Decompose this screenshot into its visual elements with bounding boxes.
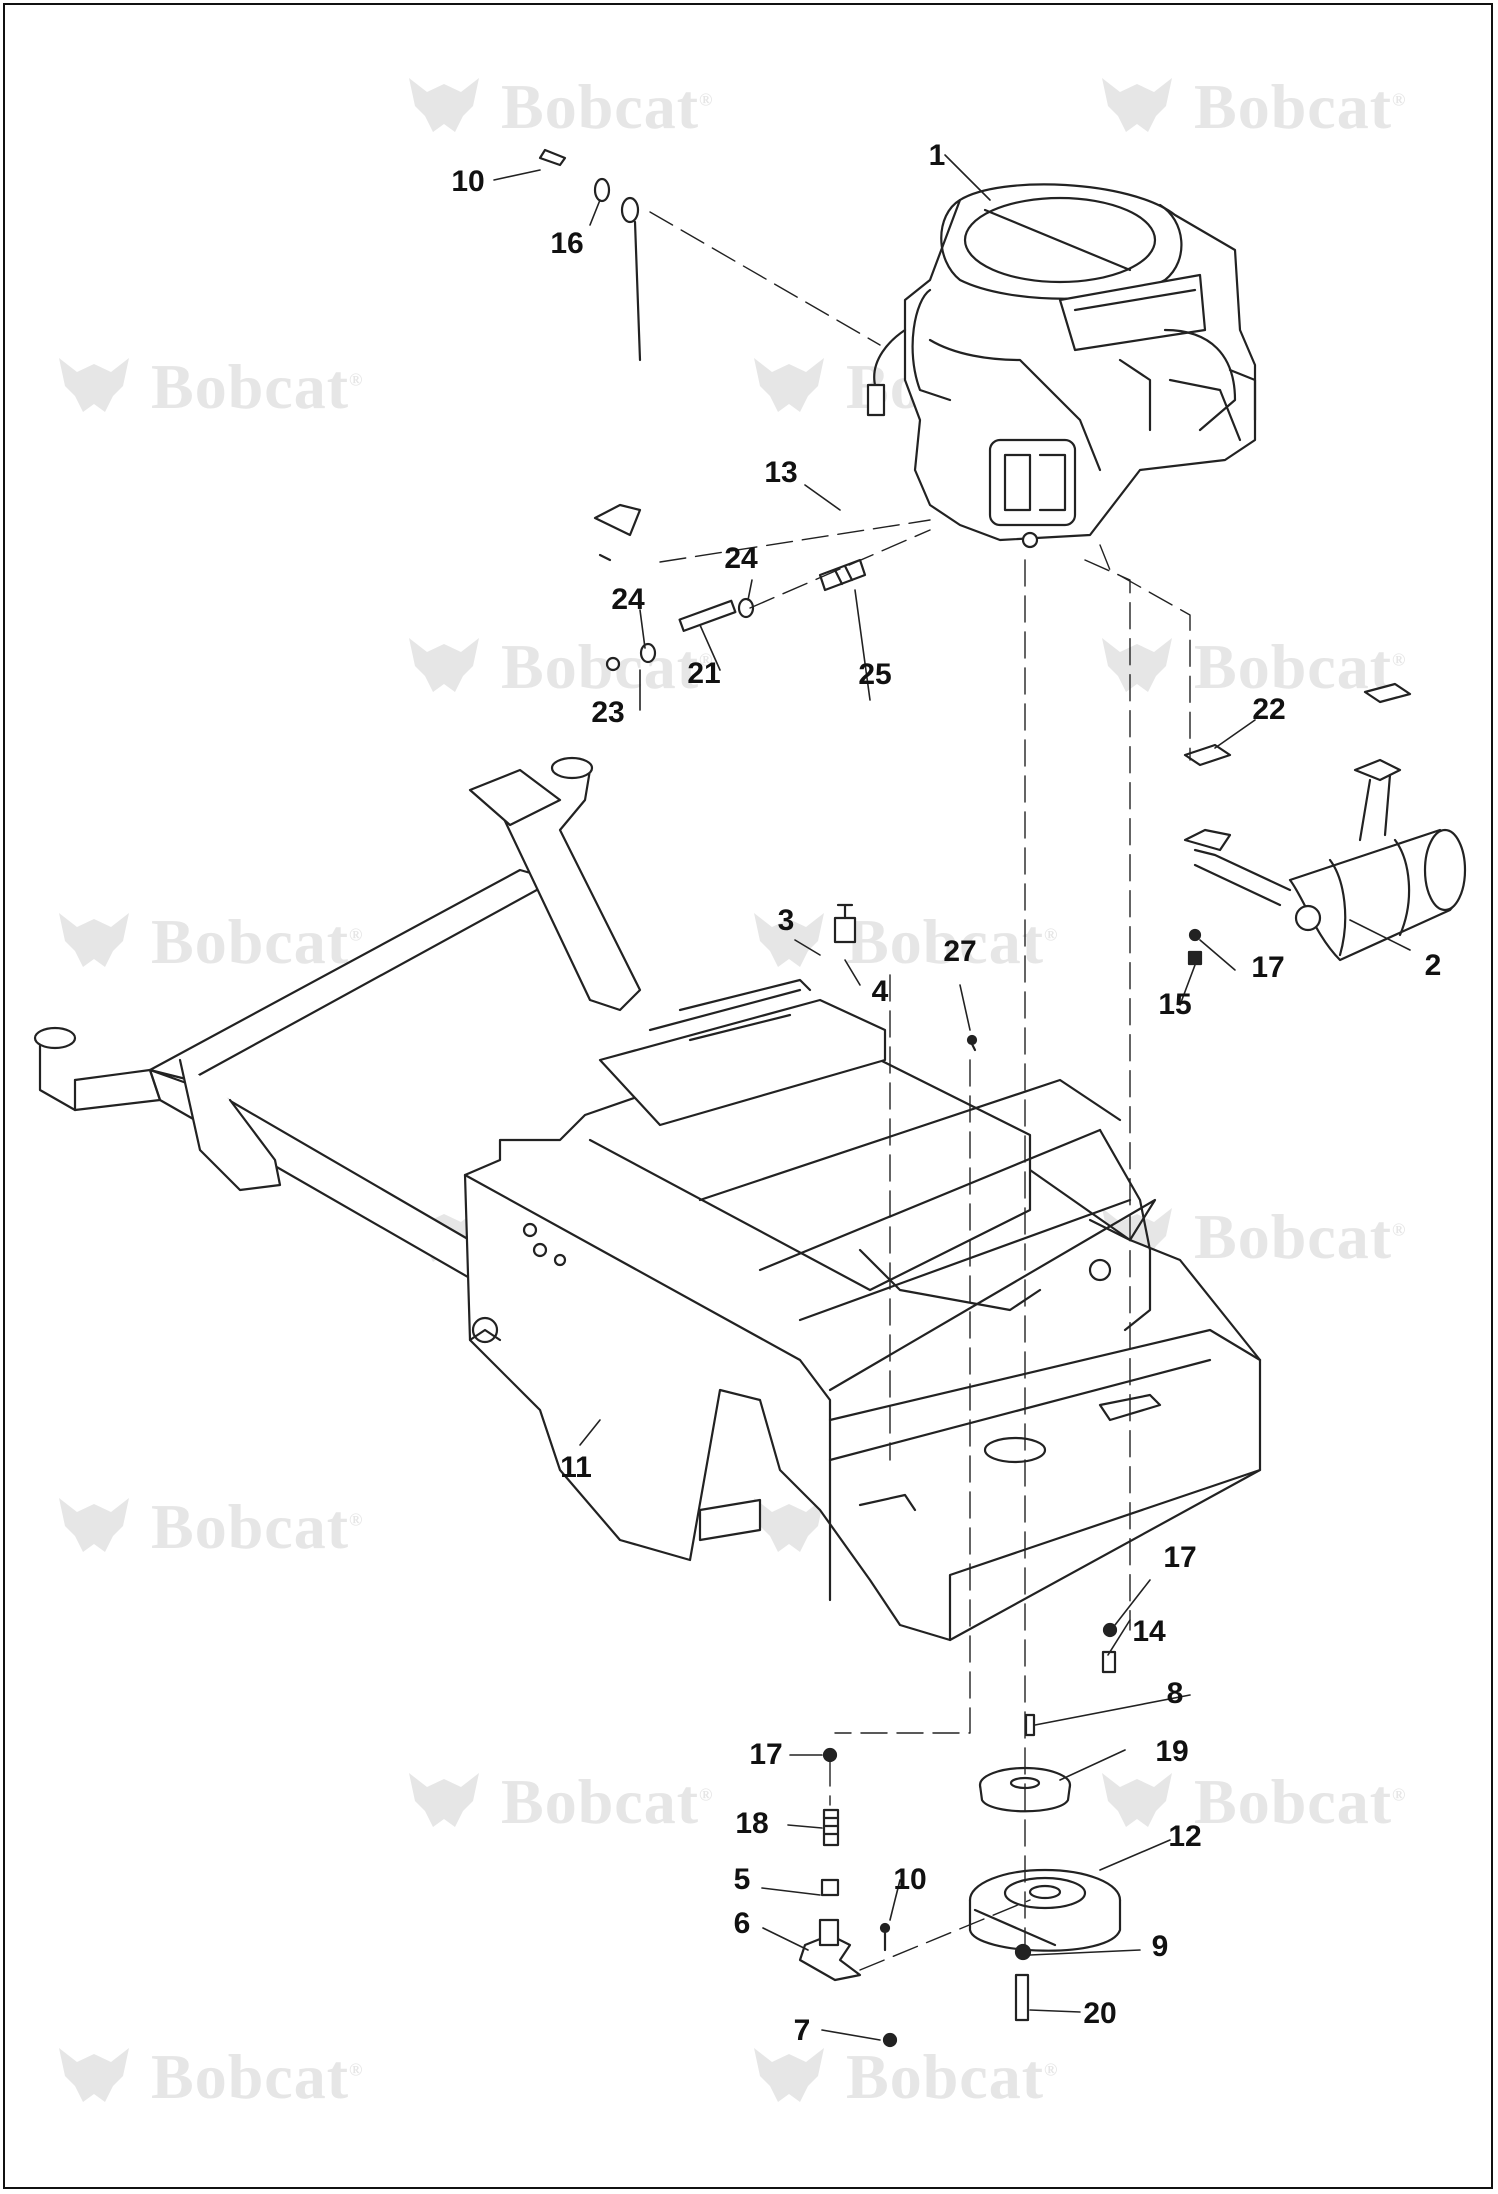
bobcat-head-icon bbox=[59, 913, 129, 967]
watermark-text: Bobcat bbox=[501, 631, 699, 702]
watermark-5: Bobcat® bbox=[405, 630, 713, 704]
callout-4: 4 bbox=[871, 975, 889, 1008]
callout-18: 18 bbox=[735, 1807, 769, 1840]
watermark-registered-mark: ® bbox=[1392, 649, 1407, 670]
watermark-registered-mark: ® bbox=[699, 89, 714, 110]
bobcat-head-icon bbox=[1102, 638, 1172, 692]
callout-6: 6 bbox=[733, 1907, 751, 1940]
callout-19: 19 bbox=[1155, 1735, 1189, 1768]
callout-1: 1 bbox=[928, 139, 946, 172]
bobcat-head-icon bbox=[1102, 78, 1172, 132]
watermark-text: Bobcat bbox=[1194, 71, 1392, 142]
callout-24-left: 24 bbox=[611, 583, 645, 616]
callout-20: 20 bbox=[1083, 1997, 1117, 2030]
bracket-part bbox=[798, 1747, 898, 2048]
callout-13: 13 bbox=[764, 456, 798, 489]
callout-22: 22 bbox=[1252, 693, 1286, 726]
callout-16: 16 bbox=[550, 227, 584, 260]
watermark-text: Bobcat bbox=[1194, 1766, 1392, 1837]
watermark-16: Bobcat® bbox=[750, 2040, 1058, 2114]
watermark-2: Bobcat® bbox=[1098, 70, 1406, 144]
watermark-text: Bobcat bbox=[846, 2041, 1044, 2112]
assembly-lines bbox=[649, 211, 1191, 1971]
callout-10-top: 10 bbox=[451, 165, 485, 198]
watermark-registered-mark: ® bbox=[349, 924, 364, 945]
callout-8: 8 bbox=[1166, 1677, 1184, 1710]
watermark-registered-mark: ® bbox=[1392, 1784, 1407, 1805]
callout-17-muffler: 17 bbox=[1251, 951, 1285, 984]
callout-11: 11 bbox=[560, 1451, 592, 1484]
bobcat-head-icon bbox=[754, 1498, 824, 1552]
watermark-registered-mark: ® bbox=[349, 2059, 364, 2080]
watermark-14: Bobcat® bbox=[1098, 1765, 1406, 1839]
watermark-text: Bobcat bbox=[1194, 1201, 1392, 1272]
callout-9: 9 bbox=[1151, 1930, 1169, 1963]
watermark-text: Bobcat bbox=[151, 351, 349, 422]
bobcat-head-icon bbox=[59, 2048, 129, 2102]
watermark-registered-mark: ® bbox=[349, 1509, 364, 1530]
bobcat-head-icon bbox=[754, 2048, 824, 2102]
watermark-10: Bobcat® bbox=[1098, 1200, 1406, 1274]
watermark-registered-mark: ® bbox=[1044, 924, 1059, 945]
callout-21: 21 bbox=[687, 657, 721, 690]
bobcat-head-icon bbox=[409, 78, 479, 132]
watermark-3: Bobcat® bbox=[55, 350, 363, 424]
watermark-text: Bobcat bbox=[501, 71, 699, 142]
callout-10-bottom: 10 bbox=[893, 1863, 927, 1896]
watermark-registered-mark: ® bbox=[1392, 1219, 1407, 1240]
watermark-text: Bobcat bbox=[1194, 631, 1392, 702]
bobcat-head-icon bbox=[409, 638, 479, 692]
callout-17-frame: 17 bbox=[1163, 1541, 1197, 1574]
watermark-text: Bobcat bbox=[151, 1491, 349, 1562]
watermark-text: Bobcat bbox=[151, 2041, 349, 2112]
engine-part bbox=[866, 183, 1257, 549]
watermark-text: Bobcat bbox=[501, 1766, 699, 1837]
callout-7: 7 bbox=[793, 2014, 811, 2047]
bobcat-head-icon bbox=[59, 1498, 129, 1552]
watermark-text: Bobcat bbox=[846, 906, 1044, 977]
callout-23: 23 bbox=[591, 696, 625, 729]
callout-25: 25 bbox=[858, 658, 892, 691]
clutch-part bbox=[968, 1868, 1122, 1952]
muffler-part bbox=[1183, 758, 1467, 962]
gasket-part bbox=[1183, 682, 1412, 767]
callout-3: 3 bbox=[777, 904, 795, 937]
watermark-registered-mark: ® bbox=[699, 649, 714, 670]
watermark-6: Bobcat® bbox=[1098, 630, 1406, 704]
callout-17-bracket: 17 bbox=[749, 1738, 783, 1771]
callout-27: 27 bbox=[943, 935, 977, 968]
watermark-text: Bobcat bbox=[151, 906, 349, 977]
watermark-registered-mark: ® bbox=[1044, 2059, 1059, 2080]
watermark-registered-mark: ® bbox=[699, 1784, 714, 1805]
callout-12: 12 bbox=[1168, 1820, 1202, 1853]
watermark-7: Bobcat® bbox=[55, 905, 363, 979]
watermark-8: Bobcat® bbox=[750, 905, 1058, 979]
bobcat-head-icon bbox=[409, 1773, 479, 1827]
watermark-registered-mark: ® bbox=[1392, 89, 1407, 110]
callout-14: 14 bbox=[1132, 1615, 1166, 1648]
bobcat-head-icon bbox=[754, 913, 824, 967]
bobcat-head-icon bbox=[1102, 1773, 1172, 1827]
bolts-part bbox=[538, 148, 1203, 2022]
watermark-13: Bobcat® bbox=[405, 1765, 713, 1839]
watermark-registered-mark: ® bbox=[349, 369, 364, 390]
watermark-1: Bobcat® bbox=[405, 70, 713, 144]
callout-5: 5 bbox=[733, 1863, 751, 1896]
bobcat-head-icon bbox=[59, 358, 129, 412]
callout-15: 15 bbox=[1158, 988, 1192, 1021]
watermark-11: Bobcat® bbox=[55, 1490, 363, 1564]
callout-24-right: 24 bbox=[724, 542, 758, 575]
leader-lines bbox=[493, 154, 1411, 2041]
watermark-15: Bobcat® bbox=[55, 2040, 363, 2114]
frame-part bbox=[33, 756, 1262, 1642]
callout-2: 2 bbox=[1424, 949, 1442, 982]
bobcat-head-icon bbox=[754, 358, 824, 412]
